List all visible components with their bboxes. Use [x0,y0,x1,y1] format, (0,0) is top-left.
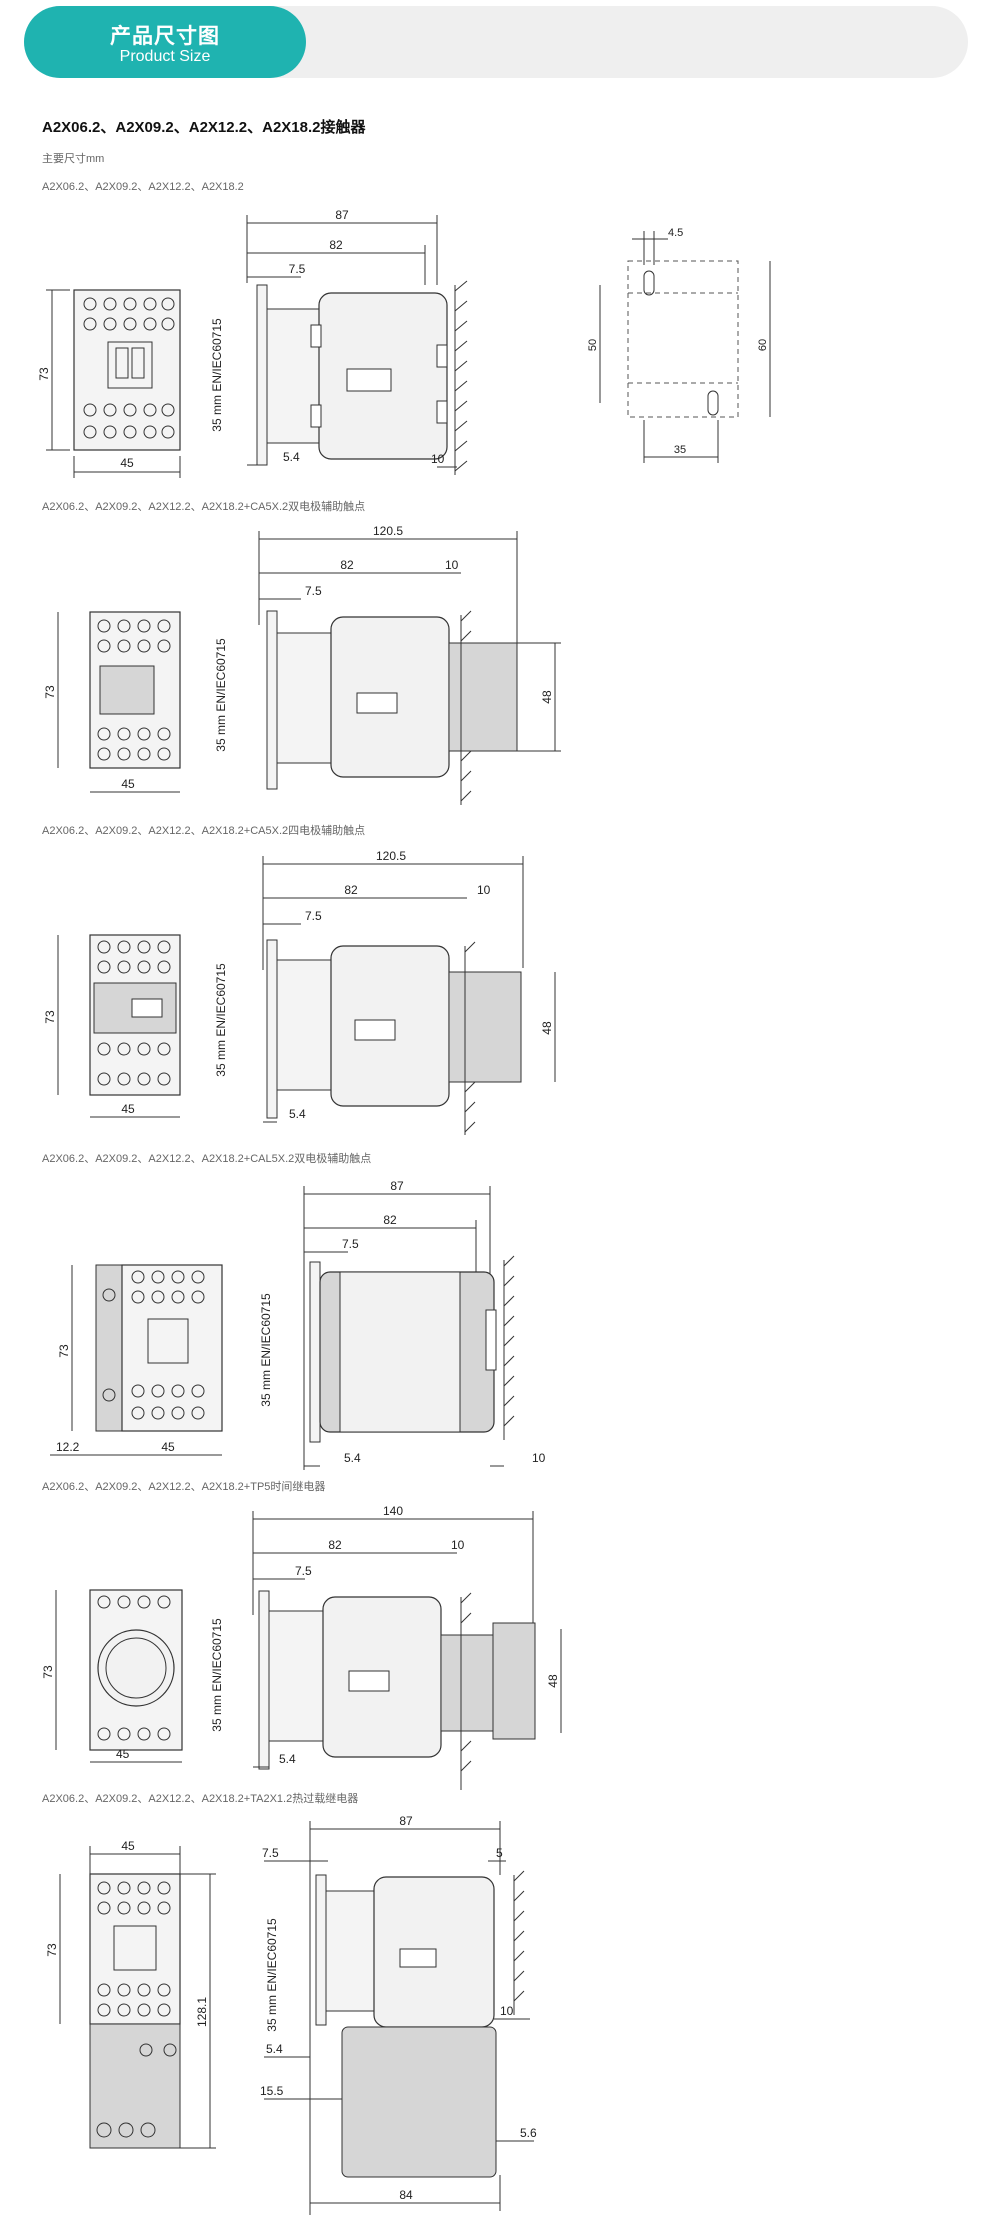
dim-back: 10 [445,558,459,572]
drawing-2-caption: A2X06.2、A2X09.2、A2X12.2、A2X18.2+CA5X.2双电… [42,501,366,513]
dim-offset: 7.5 [305,584,322,598]
header-pill: 产品尺寸图 Product Size [24,6,306,78]
dim-offset: 7.5 [342,1237,359,1251]
dim-total-height: 128.1 [195,1997,209,2027]
dim-overall: 120.5 [373,524,403,538]
dim-body: 82 [340,558,354,572]
dim-d1: 5.4 [266,2042,283,2056]
dim-base: 84 [399,2188,413,2202]
drawing-4-side-view: 87 82 7.5 35 mm EN/IEC60715 5.4 10 [259,1179,546,1470]
dim-height: 73 [37,367,51,381]
mount-dim-top: 4.5 [668,227,683,239]
dim-offset: 7.5 [295,1564,312,1578]
drawing-2-side-view: 120.5 82 10 7.5 48 35 mm EN/IEC60715 [214,524,561,805]
mount-dim-outer-h: 60 [757,339,769,351]
dim-height: 73 [57,1344,71,1358]
timer-dial [97,1629,175,1707]
dim-overall: 87 [335,208,349,222]
dim-back: 10 [431,452,445,466]
dim-rail: 35 mm EN/IEC60715 [210,318,224,432]
drawing-3-caption: A2X06.2、A2X09.2、A2X12.2、A2X18.2+CA5X.2四电… [42,825,366,837]
dim-rail: 35 mm EN/IEC60715 [214,638,228,752]
dim-rail: 35 mm EN/IEC60715 [214,963,228,1077]
dim-back: 10 [532,1451,546,1465]
overload-relay-side [341,2026,497,2178]
dim-back: 10 [500,2004,514,2018]
dim-rail: 35 mm EN/IEC60715 [210,1618,224,1732]
overload-relay [89,2023,181,2149]
dim-bottom: 5.4 [289,1107,306,1121]
dim-d2: 15.5 [260,2084,284,2098]
dim-width: 45 [121,1102,135,1116]
drawing-6-caption: A2X06.2、A2X09.2、A2X12.2、A2X18.2+TA2X1.2热… [42,1793,359,1805]
dim-right: 5 [496,1846,503,1860]
timer-module [440,1634,494,1732]
dim-width: 45 [121,777,135,791]
drawing-1-front-view: 73 45 [37,289,181,478]
section-subtitle: 主要尺寸mm [42,153,105,165]
drawing-4-caption: A2X06.2、A2X09.2、A2X12.2、A2X18.2+CAL5X.2双… [42,1153,372,1165]
header-title-en: Product Size [119,48,211,65]
dim-overall: 87 [399,1814,413,1828]
dim-rail: 35 mm EN/IEC60715 [259,1293,273,1407]
dim-height: 73 [41,1665,55,1679]
mount-dim-inner-h: 50 [587,339,599,351]
aux-contact-module [448,642,518,752]
drawing-6-side-view: 87 7.5 5 35 mm EN/IEC60715 10 5.4 15.5 5… [260,1814,537,2215]
dim-body: 82 [344,883,358,897]
dim-height: 73 [43,685,57,699]
contactor-front-body [73,289,181,451]
dim-bottom: 5.4 [279,1752,296,1766]
mount-dim-width: 35 [674,444,686,456]
dim-offset: 7.5 [289,262,306,276]
dim-body: 82 [383,1213,397,1227]
drawing-5-caption: A2X06.2、A2X09.2、A2X12.2、A2X18.2+TP5时间继电器 [42,1481,326,1493]
drawing-3-side-view: 120.5 82 10 7.5 48 35 mm EN/IEC60715 5.4 [214,849,556,1135]
drawing-4-front-view: 73 12.2 45 [50,1264,223,1456]
dim-width: 45 [116,1747,130,1761]
dim-offset: 7.5 [305,909,322,923]
dim-body: 82 [328,1538,342,1552]
dim-overall: 120.5 [376,849,406,863]
header-title-cn: 产品尺寸图 [110,25,220,48]
drawing-6-front-view: 45 73 128.1 [45,1839,216,2149]
drawing-5-side-view: 140 82 10 7.5 48 35 mm EN/IEC60715 5.4 [210,1504,562,1790]
dim-aux-h: 48 [540,690,554,704]
dim-back: 10 [477,883,491,897]
dim-width: 45 [121,1839,135,1853]
dim-offset: 7.5 [262,1846,279,1860]
dim-overall: 140 [383,1504,403,1518]
drawing-3-front-view: 73 45 [43,934,181,1118]
aux-contact-module [448,971,522,1083]
drawing-1-caption: A2X06.2、A2X09.2、A2X12.2、A2X18.2 [42,181,244,193]
dim-aux-h: 48 [546,1674,560,1688]
dim-back: 10 [451,1538,465,1552]
dim-height: 73 [45,1943,59,1957]
drawing-1-mounting-view: 4.5 50 60 35 [587,227,771,463]
dim-bottom: 5.4 [344,1451,361,1465]
dim-overall: 87 [390,1179,404,1193]
dim-body: 82 [329,238,343,252]
drawing-2-front-view: 73 45 [43,611,181,793]
dim-aux-h: 48 [540,1021,554,1035]
drawing-5-front-view: 73 45 [41,1589,183,1763]
section-title: A2X06.2、A2X09.2、A2X12.2、A2X18.2接触器 [42,119,366,136]
drawing-1-side-view: 87 82 7.5 35 mm EN/IEC60715 5.4 10 [210,208,468,475]
dim-height: 73 [43,1010,57,1024]
dim-side-width: 12.2 [56,1440,80,1454]
dim-bottom: 5.4 [283,450,300,464]
dim-width: 45 [120,456,134,470]
dim-rail: 35 mm EN/IEC60715 [265,1918,279,2032]
dim-width: 45 [161,1440,175,1454]
dim-d3: 5.6 [520,2126,537,2140]
